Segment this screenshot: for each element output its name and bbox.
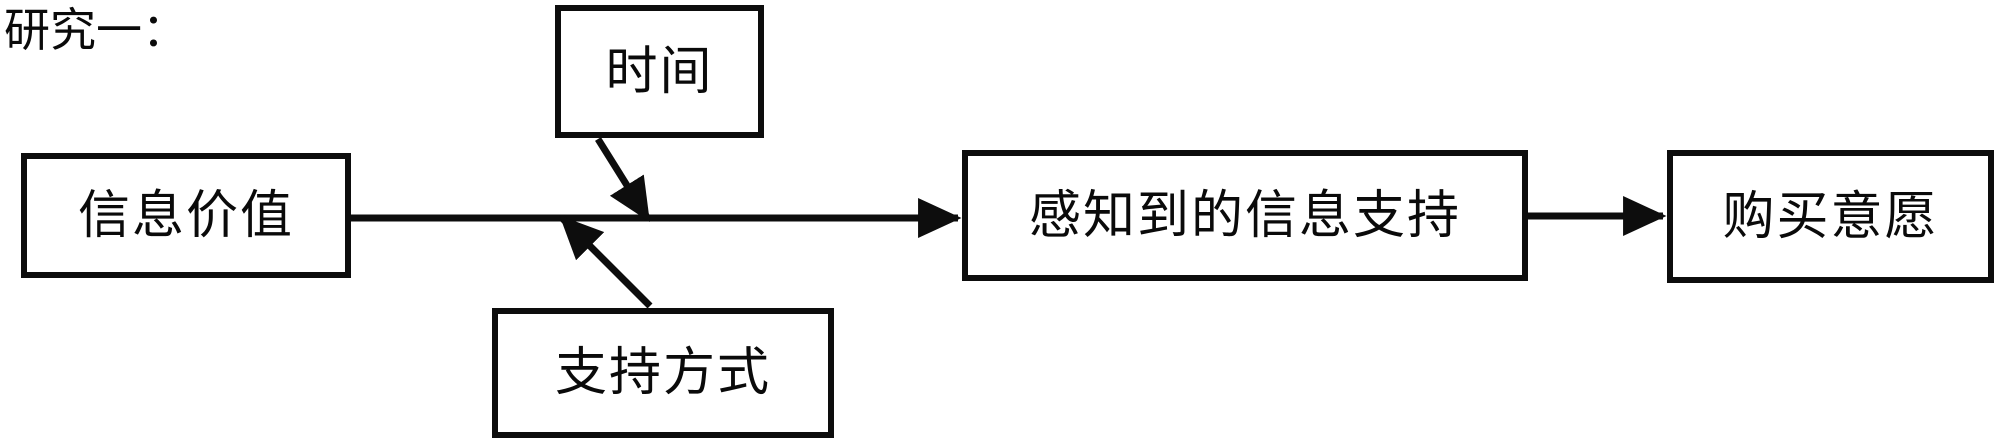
node-info-value-label: 信息价值 — [77, 186, 294, 245]
node-purchase-intention[interactable]: 购买意愿 — [1667, 150, 1994, 283]
page-title: 研究一： — [4, 5, 188, 56]
node-info-value[interactable]: 信息价值 — [21, 153, 351, 278]
edge-time-moderates — [595, 137, 651, 222]
node-support-style-label: 支持方式 — [554, 344, 771, 402]
edge-support-style-moderates — [559, 215, 653, 309]
node-time[interactable]: 时间 — [555, 5, 764, 138]
node-perceived-information-support[interactable]: 感知到的信息支持 — [962, 150, 1528, 281]
node-purchase-intention-label: 购买意愿 — [1722, 187, 1939, 246]
node-time-label: 时间 — [605, 42, 714, 101]
node-support-style[interactable]: 支持方式 — [492, 308, 834, 438]
node-perceived-information-support-label: 感知到的信息支持 — [1028, 186, 1461, 245]
